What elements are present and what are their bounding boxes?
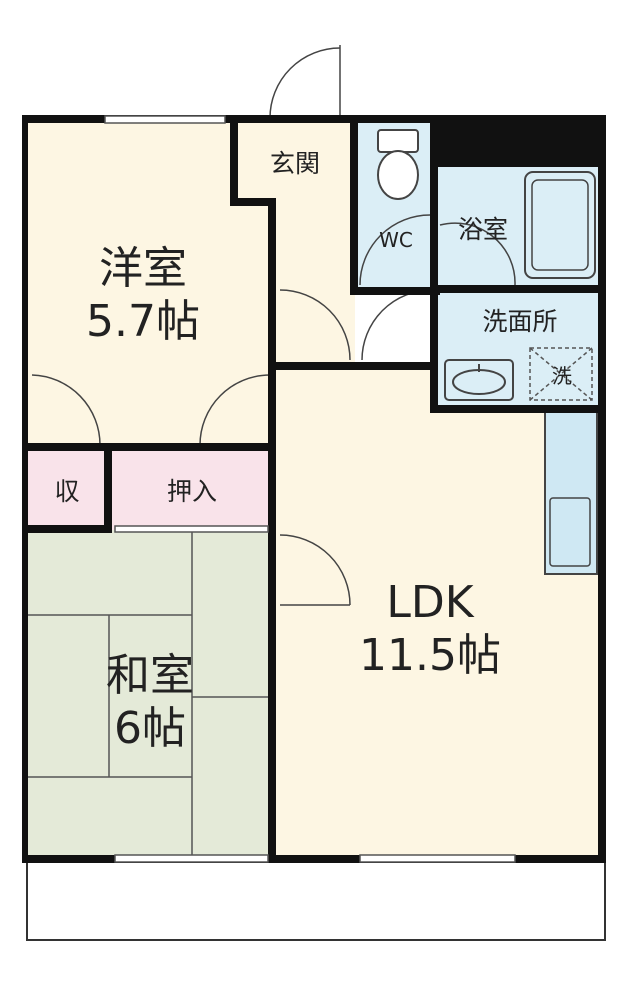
washer-space-icon	[529, 347, 593, 401]
bathtub-icon	[524, 171, 596, 279]
balcony	[26, 857, 606, 941]
entrance-label: 玄関	[270, 149, 320, 178]
toilet-icon	[377, 129, 419, 200]
tatami-grid	[27, 530, 275, 858]
western-room-size: 5.7帖	[86, 296, 200, 347]
closet-floor	[109, 450, 275, 530]
western-room-name: 洋室	[99, 243, 187, 294]
japanese-room-size: 6帖	[114, 703, 186, 754]
washroom-label: 洗面所	[482, 307, 557, 336]
closet-label: 押入	[167, 477, 217, 506]
japanese-room-name: 和室	[106, 650, 194, 701]
ldk-name: LDK	[386, 577, 474, 628]
kitchen-counter	[544, 411, 598, 575]
wash-basin-icon	[444, 359, 514, 401]
windows	[104, 115, 516, 863]
door-swings	[31, 45, 516, 606]
wc-label: WC	[379, 228, 413, 252]
closet-small-label: 収	[54, 477, 79, 506]
bath-floor	[435, 165, 603, 290]
washer-label: 洗	[552, 364, 572, 388]
ldk-size: 11.5帖	[359, 630, 501, 681]
japanese-floor	[27, 530, 275, 858]
bath-label: 浴室	[458, 215, 508, 244]
closet-small-floor	[27, 450, 109, 530]
walls	[22, 115, 606, 863]
washroom-floor	[435, 290, 603, 408]
kitchen-sink-icon	[549, 497, 591, 567]
hall-floor	[275, 200, 355, 370]
